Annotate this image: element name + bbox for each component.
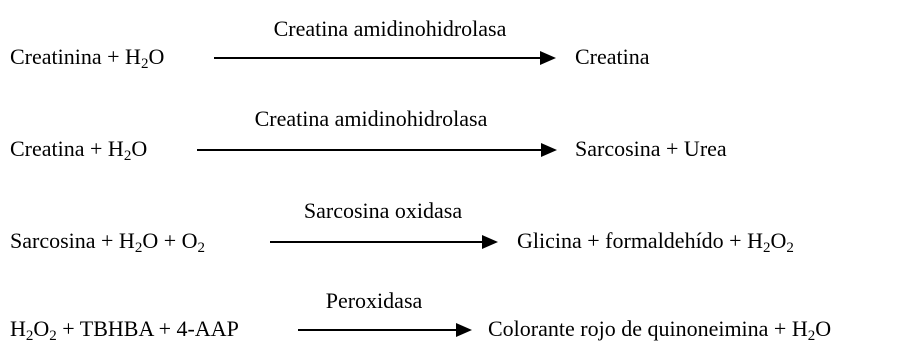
reaction-arrow [298,323,472,337]
enzyme-label: Peroxidasa [325,288,423,313]
enzyme-label: Sarcosina oxidasa [303,198,463,223]
products: Sarcosina + Urea [575,136,727,161]
products: Colorante rojo de quinoneimina + H2O [488,316,832,344]
enzyme-label: Creatina amidinohidrolasa [254,106,488,131]
reactants: Sarcosina + H2O + O2 [10,228,206,256]
reactants: H2O2 + TBHBA + 4-AAP [10,316,239,344]
reaction-arrow [197,143,557,157]
products: Glicina + formaldehído + H2O2 [517,228,794,256]
products: Creatina [575,44,650,69]
reaction-arrow [270,235,498,249]
reactants: Creatinina + H2O [10,44,165,72]
reactants: Creatina + H2O [10,136,148,164]
reaction-arrow [214,51,556,65]
enzyme-label: Creatina amidinohidrolasa [273,16,507,41]
